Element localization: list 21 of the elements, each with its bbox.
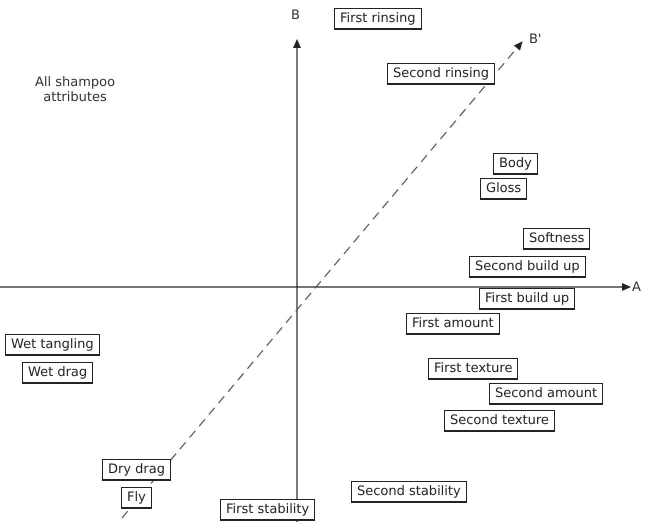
attribute-label-box: First amount <box>406 313 500 335</box>
attribute-label-box: Second stability <box>351 481 467 503</box>
attribute-label-box: Second rinsing <box>387 63 496 85</box>
axis-label: A <box>632 280 641 295</box>
attribute-label-box: Dry drag <box>102 459 171 481</box>
attribute-label-box: Second build up <box>469 256 586 278</box>
attribute-label-box: Second amount <box>489 383 604 405</box>
attribute-label-box: Gloss <box>480 178 528 200</box>
axis-label: B' <box>529 32 542 47</box>
attribute-label-box: First texture <box>428 358 518 380</box>
attribute-label-box: Fly <box>121 487 152 509</box>
attribute-label-box: First rinsing <box>334 8 422 30</box>
attribute-label-box: Softness <box>523 228 590 250</box>
note-text: All shampoo attributes <box>34 75 116 105</box>
attribute-label-box: Body <box>493 153 538 175</box>
attribute-label-box: Wet drag <box>22 362 94 384</box>
attribute-label-box: First stability <box>220 499 316 521</box>
attribute-label-box: Wet tangling <box>5 334 100 356</box>
attribute-label-box: First build up <box>479 288 576 310</box>
attribute-label-box: Second texture <box>444 410 555 432</box>
axis-label: B <box>291 8 300 23</box>
